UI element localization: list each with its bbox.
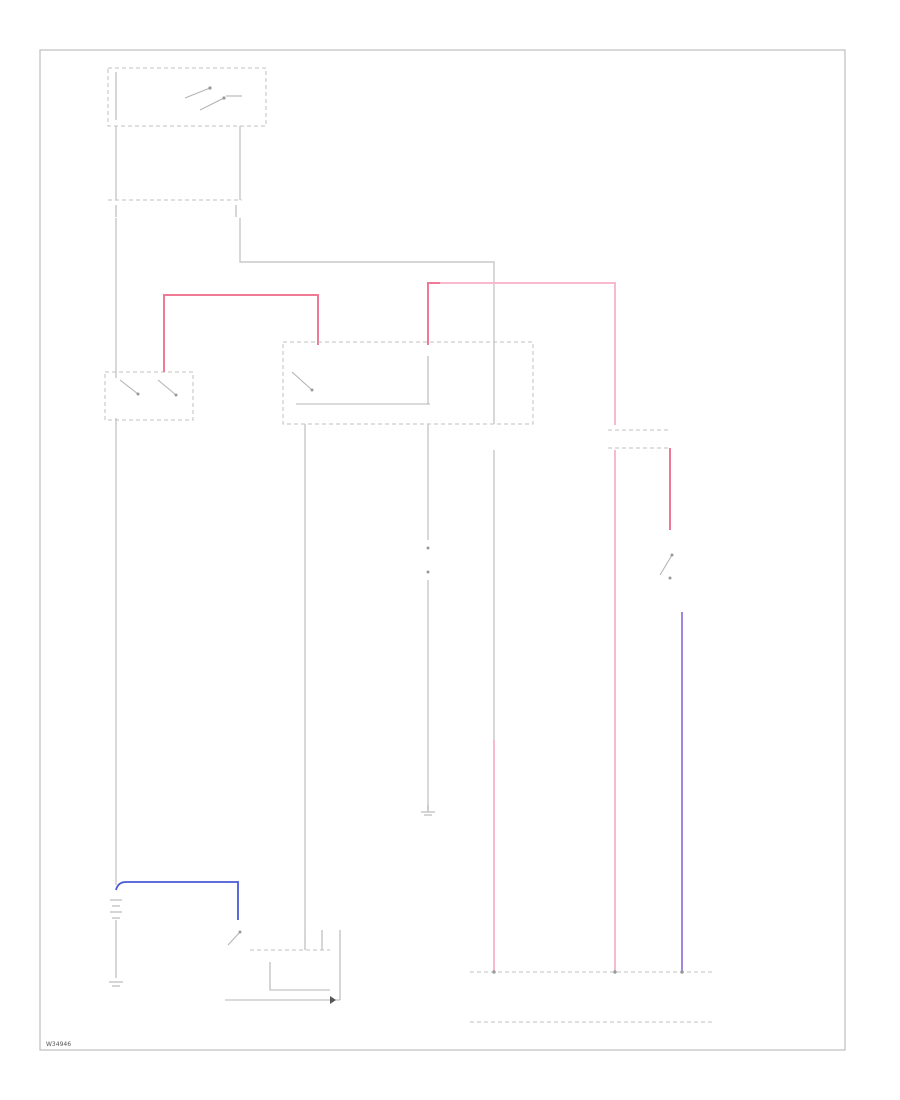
- wire-pink-top: [427, 282, 616, 425]
- wire-red-top-segment: [427, 282, 440, 345]
- diagram-frame: [39, 49, 846, 1051]
- battery-icon: [110, 899, 122, 978]
- ground-icon: [421, 805, 435, 816]
- diagram-id: W34946: [46, 1041, 71, 1048]
- module-connector: [470, 970, 712, 1023]
- wire-ignition-st: [239, 126, 495, 340]
- switch-icon: [659, 553, 674, 580]
- wire-blue-bottom: [115, 881, 239, 920]
- connector-icon: [108, 199, 242, 217]
- switch-icon: [426, 546, 430, 574]
- switch-icon: [227, 930, 242, 946]
- starter-box: [225, 930, 341, 1004]
- wire-red-left: [163, 294, 319, 372]
- relay-icon: [104, 371, 194, 421]
- relay-icon: [282, 341, 534, 425]
- ground-icon: [109, 981, 123, 987]
- connector-icon: [608, 429, 670, 449]
- ignition-switch-icon: [107, 67, 267, 127]
